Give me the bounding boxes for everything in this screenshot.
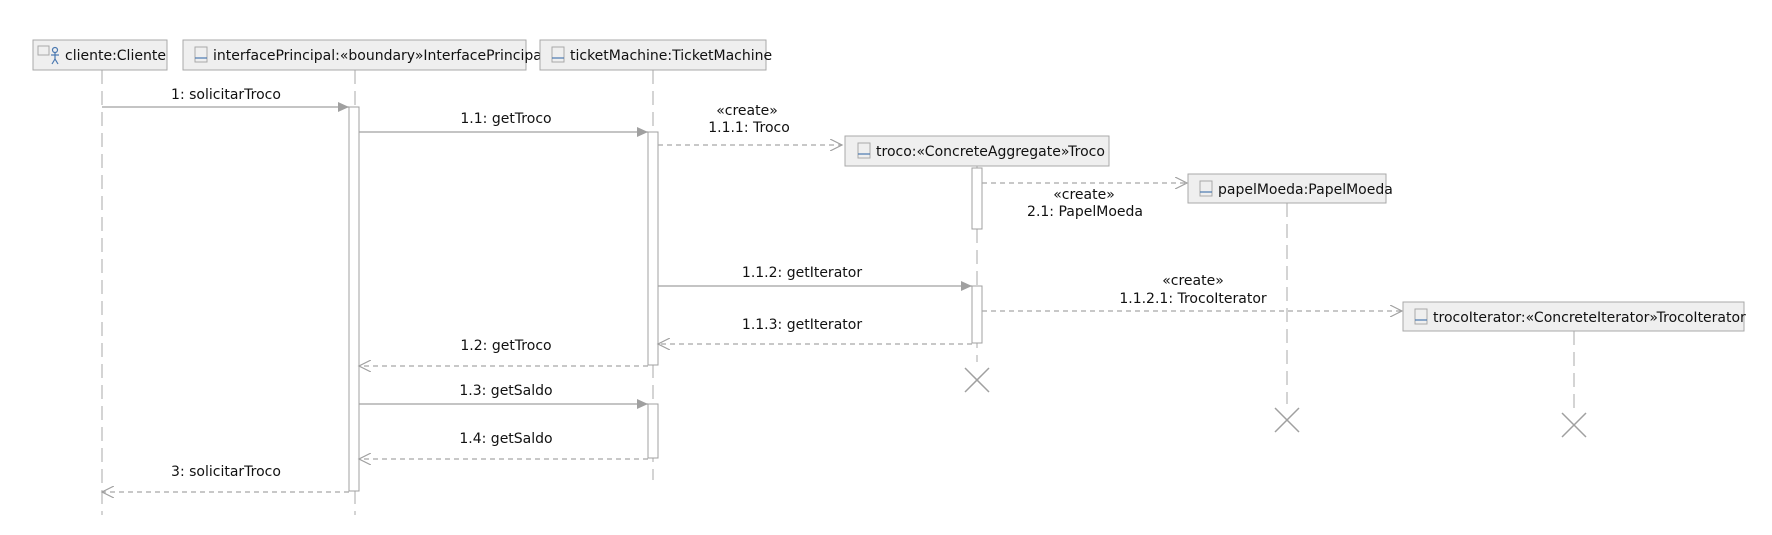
message-1-2: 1.2: getTroco — [359, 338, 648, 366]
message-2-1-stereotype: «create» — [1053, 187, 1115, 203]
message-1-3: 1.3: getSaldo — [359, 383, 648, 409]
actor-icon — [37, 45, 59, 65]
message-1-label: 1: solicitarTroco — [171, 87, 281, 103]
message-1-1-2: 1.1.2: getIterator — [658, 265, 972, 291]
activation-troco-2 — [971, 285, 983, 344]
lifeline-interface[interactable]: interfacePrincipal:«boundary»InterfacePr… — [182, 39, 546, 71]
lifeline-ticket-label: ticketMachine:TicketMachine — [570, 48, 772, 64]
lifeline-ticket[interactable]: ticketMachine:TicketMachine — [539, 39, 772, 71]
lifeline-papel-label: papelMoeda:PapelMoeda — [1218, 182, 1393, 198]
class-icon — [1199, 180, 1213, 197]
destroy-iterator-icon — [1561, 412, 1587, 438]
lifeline-cliente-label: cliente:Cliente — [65, 48, 166, 64]
activation-troco-1 — [971, 167, 983, 230]
message-1-1-1-stereotype: «create» — [716, 103, 778, 119]
message-3: 3: solicitarTroco — [102, 464, 349, 492]
message-1-4: 1.4: getSaldo — [359, 431, 648, 459]
message-1-4-label: 1.4: getSaldo — [459, 431, 552, 447]
lifeline-papel[interactable]: papelMoeda:PapelMoeda — [1187, 173, 1393, 204]
message-1-1-1-label: 1.1.1: Troco — [708, 120, 790, 136]
message-3-label: 3: solicitarTroco — [171, 464, 281, 480]
lifeline-troco[interactable]: troco:«ConcreteAggregate»Troco — [844, 135, 1110, 167]
message-2-1-label: 2.1: PapelMoeda — [1027, 204, 1143, 220]
message-1: 1: solicitarTroco — [102, 87, 349, 112]
message-1-1-2-1: «create» 1.1.2.1: TrocoIterator — [982, 273, 1402, 311]
lifeline-interface-label: interfacePrincipal:«boundary»InterfacePr… — [213, 48, 546, 64]
activation-ticket-1 — [647, 131, 659, 366]
class-icon — [194, 46, 208, 63]
activation-interface — [348, 106, 360, 492]
lifeline-cliente[interactable]: cliente:Cliente — [32, 39, 168, 71]
activation-ticket-2 — [647, 403, 659, 459]
message-1-1-2-1-stereotype: «create» — [1162, 273, 1224, 289]
class-icon — [857, 142, 871, 159]
class-icon — [1414, 308, 1428, 325]
message-1-1-3: 1.1.3: getIterator — [658, 317, 972, 344]
message-1-3-label: 1.3: getSaldo — [459, 383, 552, 399]
message-1-1-1: «create» 1.1.1: Troco — [658, 103, 842, 145]
message-2-1: «create» 2.1: PapelMoeda — [982, 183, 1187, 220]
lifeline-iterator-label: trocoIterator:«ConcreteIterator»TrocoIte… — [1433, 310, 1746, 326]
message-1-2-label: 1.2: getTroco — [460, 338, 551, 354]
class-icon — [551, 46, 565, 63]
destroy-troco-icon — [964, 367, 990, 393]
message-1-1-2-1-label: 1.1.2.1: TrocoIterator — [1119, 291, 1267, 307]
message-1-1: 1.1: getTroco — [359, 111, 648, 137]
lifeline-iterator[interactable]: trocoIterator:«ConcreteIterator»TrocoIte… — [1402, 301, 1746, 332]
destroy-papel-icon — [1274, 407, 1300, 433]
message-1-1-2-label: 1.1.2: getIterator — [742, 265, 862, 281]
lifeline-troco-label: troco:«ConcreteAggregate»Troco — [876, 144, 1105, 160]
message-1-1-label: 1.1: getTroco — [460, 111, 551, 127]
message-1-1-3-label: 1.1.3: getIterator — [742, 317, 862, 333]
